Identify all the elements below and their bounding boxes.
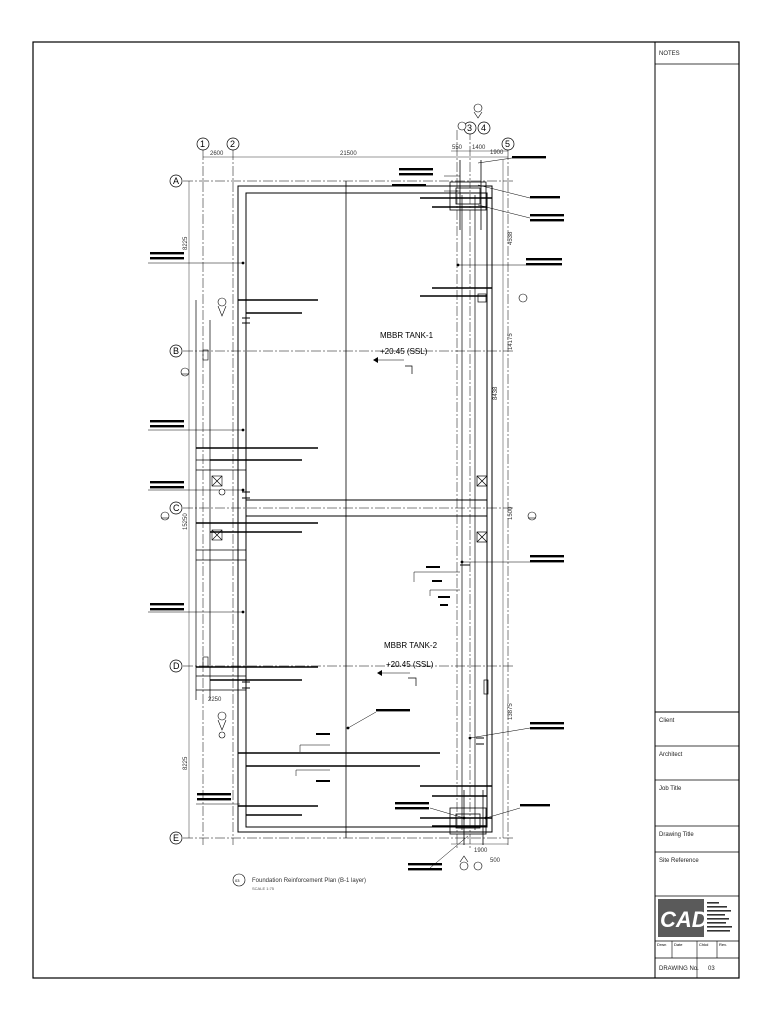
date-label: Date	[674, 942, 683, 947]
dim-bottom-a: 1900	[474, 848, 488, 854]
dim-bottom-b: 500	[490, 858, 501, 864]
drawing-number-bubble	[232, 873, 246, 887]
rebar-note-top-1	[399, 168, 433, 176]
svg-text:4: 4	[481, 123, 486, 133]
dimensions: 21500 2600 550 1400 1900 8225 15250 8225…	[183, 145, 514, 864]
foundation-plan	[148, 130, 531, 869]
dim-left-2: 15250	[183, 513, 189, 530]
sheet-border	[32, 41, 740, 979]
rebar-note-bottom-2	[520, 804, 550, 807]
grid-bubble-col-1: 1	[196, 137, 210, 151]
drawing-title-label: Drawing Title	[659, 832, 694, 838]
rebar-note-left-1	[150, 252, 184, 260]
svg-text:5: 5	[505, 139, 510, 149]
drawing-no-value: 03	[708, 966, 715, 972]
tank-1-label: MBBR TANK-1 +20.45 (SSL)	[373, 331, 434, 363]
svg-text:E: E	[173, 833, 179, 843]
rebar-note-top-5	[530, 214, 564, 222]
rebar-note-right-2	[530, 555, 564, 563]
drawing-no-label: DRAWING No.	[659, 966, 699, 972]
grid-bubble-row-a: A	[169, 174, 183, 188]
rebar-annotations	[150, 156, 564, 871]
svg-text:1: 1	[200, 139, 205, 149]
title-block: NOTES Client Architect Job Title Drawing…	[654, 42, 739, 978]
drawing-scale: SCALE 1:75	[252, 886, 275, 891]
grid-bubble-col-5: 5	[501, 137, 515, 151]
section-marker-top	[457, 103, 483, 131]
rebar-note-top-4	[530, 196, 560, 199]
rebar-note-right-3	[530, 722, 564, 730]
rebar-note-left-3	[150, 481, 184, 489]
section-markers	[160, 103, 537, 871]
notes-label: NOTES	[659, 51, 680, 57]
site-reference-label: Site Reference	[659, 858, 699, 864]
section-marker-bottom	[459, 855, 483, 871]
section-marker-left-d	[217, 711, 227, 739]
dim-left-1: 8225	[183, 236, 189, 250]
lap-notes	[316, 566, 450, 782]
cads-logo	[658, 899, 704, 937]
drawing-title-tag: 03 Foundation Reinforcement Plan (B-1 la…	[232, 873, 366, 891]
svg-text:3: 3	[467, 123, 472, 133]
svg-text:MBBR TANK-1: MBBR TANK-1	[380, 331, 434, 340]
svg-text:2: 2	[230, 139, 235, 149]
section-marker-right-b	[518, 293, 537, 521]
svg-text:C: C	[173, 503, 180, 513]
rebar-note-top-3	[512, 156, 546, 159]
grid-bubble-row-c: C	[169, 501, 183, 515]
rebar-note-top-2	[392, 184, 426, 187]
rebar-note-bottom-1	[395, 802, 429, 810]
dim-bay-1-2: 2600	[210, 151, 224, 157]
grid-bubble-row-d: D	[169, 659, 183, 673]
dim-overall-width: 21500	[340, 151, 357, 157]
drawing-title: Foundation Reinforcement Plan (B-1 layer…	[252, 878, 366, 884]
dim-right-5: 13875	[508, 703, 514, 720]
checked-label: Chkd	[699, 942, 708, 947]
grid-bubble-col-4: 4	[477, 121, 491, 135]
dim-top-right-b: 1400	[472, 145, 486, 151]
company-address	[707, 902, 732, 932]
revision-label: Rev.	[719, 942, 727, 947]
dim-right-4: 1500	[508, 506, 514, 520]
grid-bubble-row-b: B	[169, 344, 183, 358]
grid-bubble-col-2: 2	[226, 137, 240, 151]
job-title-label: Job Title	[659, 786, 682, 792]
dim-right-3: 8438	[493, 386, 499, 400]
rebar-note-right-1	[526, 258, 562, 266]
dim-left-3: 8225	[183, 756, 189, 770]
tank-2-label: MBBR TANK-2 +20.45 (SSL)	[377, 641, 438, 676]
architect-label: Architect	[659, 752, 683, 758]
client-label: Client	[659, 718, 675, 724]
grid-bubbles: 1 2 3 4 5 A B C	[169, 121, 515, 845]
svg-text:A: A	[173, 176, 179, 186]
dim-left-4: 2250	[208, 697, 222, 703]
grid-bubble-row-e: E	[169, 831, 183, 845]
svg-text:MBBR TANK-2: MBBR TANK-2	[384, 641, 438, 650]
rebar-note-left-2	[150, 420, 184, 428]
svg-text:+20.45 (SSL): +20.45 (SSL)	[386, 660, 434, 669]
svg-text:+20.45 (SSL): +20.45 (SSL)	[380, 347, 428, 356]
section-marker-left-c	[160, 488, 226, 521]
dim-right-2: 14175	[508, 333, 514, 350]
dim-top-right-a: 550	[452, 145, 463, 151]
rebar-note-bottom-3	[408, 863, 442, 871]
dim-right-1: 4538	[508, 231, 514, 245]
svg-text:D: D	[173, 661, 180, 671]
drawing-number: 03	[235, 878, 240, 883]
rebar-note-left-4	[150, 603, 184, 611]
rebar-note-mid	[376, 709, 410, 712]
section-marker-left-b	[180, 297, 227, 377]
svg-text:B: B	[173, 346, 179, 356]
dim-top-right-c: 1900	[490, 150, 504, 156]
rebar-note-left-5	[197, 793, 231, 801]
drawn-label: Drwn	[657, 942, 666, 947]
